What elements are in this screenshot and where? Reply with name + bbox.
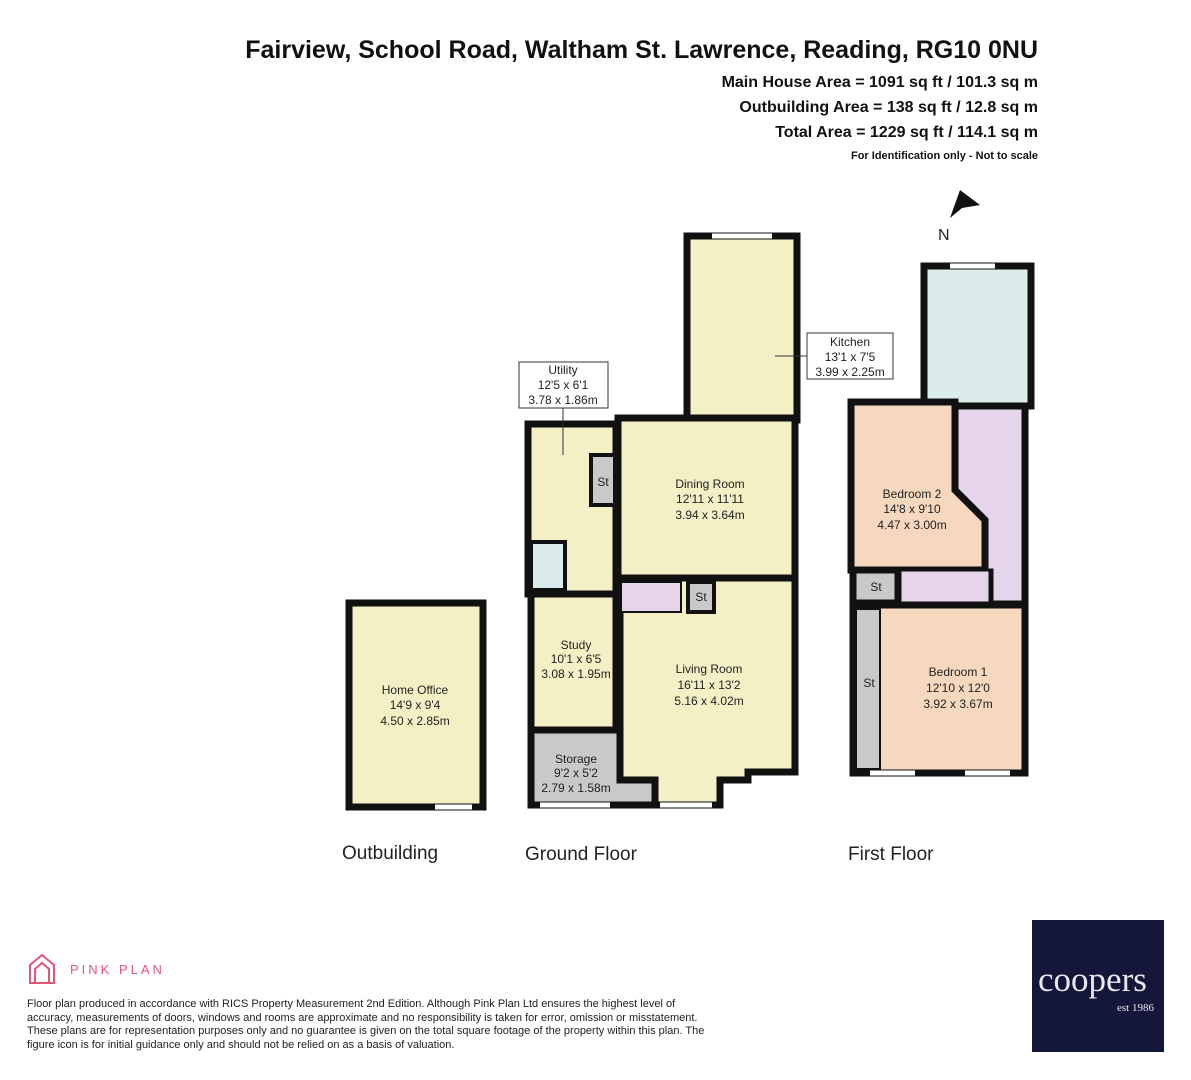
outbuilding-area: Outbuilding Area = 138 sq ft / 12.8 sq m — [739, 99, 1038, 116]
study-imperial: 10'1 x 6'5 — [551, 652, 602, 666]
disclaimer: Floor plan produced in accordance with R… — [27, 998, 705, 1051]
cupboard-label: St — [870, 580, 882, 594]
bedroom2-metric: 4.47 x 3.00m — [877, 518, 946, 532]
living-name: Living Room — [676, 662, 743, 676]
cupboard-label: St — [695, 590, 707, 604]
storage-metric: 2.79 x 1.58m — [541, 781, 610, 795]
identification-note: For Identification only - Not to scale — [850, 150, 1038, 162]
pink-plan-logo-icon — [29, 953, 55, 984]
room-bathroom — [920, 262, 1035, 410]
floor-label-first: First Floor — [848, 844, 934, 865]
study-metric: 3.08 x 1.95m — [541, 667, 610, 681]
living-metric: 5.16 x 4.02m — [674, 694, 743, 708]
wardrobe — [855, 608, 881, 770]
storage-imperial: 9'2 x 5'2 — [554, 766, 598, 780]
stairs-first — [898, 568, 992, 605]
wc — [529, 540, 567, 592]
home-office-name: Home Office — [382, 683, 449, 697]
bedroom1-imperial: 12'10 x 12'0 — [926, 681, 990, 695]
main-house-area: Main House Area = 1091 sq ft / 101.3 sq … — [721, 74, 1038, 91]
utility-name: Utility — [548, 363, 577, 377]
pink-plan-brand: PINK PLAN — [70, 962, 165, 977]
floor-label-ground: Ground Floor — [525, 844, 638, 865]
kitchen-metric: 3.99 x 2.25m — [815, 365, 884, 379]
storage-name: Storage — [555, 752, 597, 766]
coopers-logo-text: coopers — [1038, 960, 1147, 999]
property-address: Fairview, School Road, Waltham St. Lawre… — [245, 36, 1038, 64]
room-dining — [614, 414, 799, 582]
floor-label-outbuilding: Outbuilding — [342, 843, 438, 864]
coopers-logo: coopers est 1986 — [1032, 920, 1164, 1052]
cupboard-label: St — [863, 676, 875, 690]
bedroom2-name: Bedroom 2 — [883, 487, 942, 501]
kitchen-name: Kitchen — [830, 335, 870, 349]
living-imperial: 16'11 x 13'2 — [677, 678, 740, 692]
cupboard-utility — [589, 453, 617, 507]
dining-imperial: 12'11 x 11'11 — [676, 492, 744, 506]
dining-name: Dining Room — [675, 477, 744, 491]
stairs-ground — [620, 581, 682, 613]
svg-text:N: N — [938, 227, 950, 244]
cupboard-label: St — [597, 475, 609, 489]
home-office-imperial: 14'9 x 9'4 — [390, 698, 441, 712]
utility-imperial: 12'5 x 6'1 — [538, 378, 589, 392]
total-area: Total Area = 1229 sq ft / 114.1 sq m — [775, 124, 1038, 141]
home-office-metric: 4.50 x 2.85m — [380, 714, 449, 728]
cupboard-ground-1 — [686, 580, 716, 614]
kitchen-imperial: 13'1 x 7'5 — [825, 350, 876, 364]
cupboard-first — [849, 566, 902, 607]
bedroom1-name: Bedroom 1 — [929, 665, 988, 679]
coopers-est: est 1986 — [1117, 1002, 1154, 1014]
dining-metric: 3.94 x 3.64m — [675, 508, 744, 522]
room-living — [616, 574, 799, 809]
room-kitchen — [683, 232, 801, 424]
study-name: Study — [561, 638, 592, 652]
bedroom2-imperial: 14'8 x 9'10 — [883, 502, 941, 516]
north-arrow-icon: N — [938, 190, 980, 244]
room-study — [527, 590, 620, 734]
bedroom1-metric: 3.92 x 3.67m — [923, 697, 992, 711]
room-home-office — [345, 599, 487, 811]
utility-metric: 3.78 x 1.86m — [528, 393, 597, 407]
room-bedroom-1 — [849, 601, 1029, 777]
